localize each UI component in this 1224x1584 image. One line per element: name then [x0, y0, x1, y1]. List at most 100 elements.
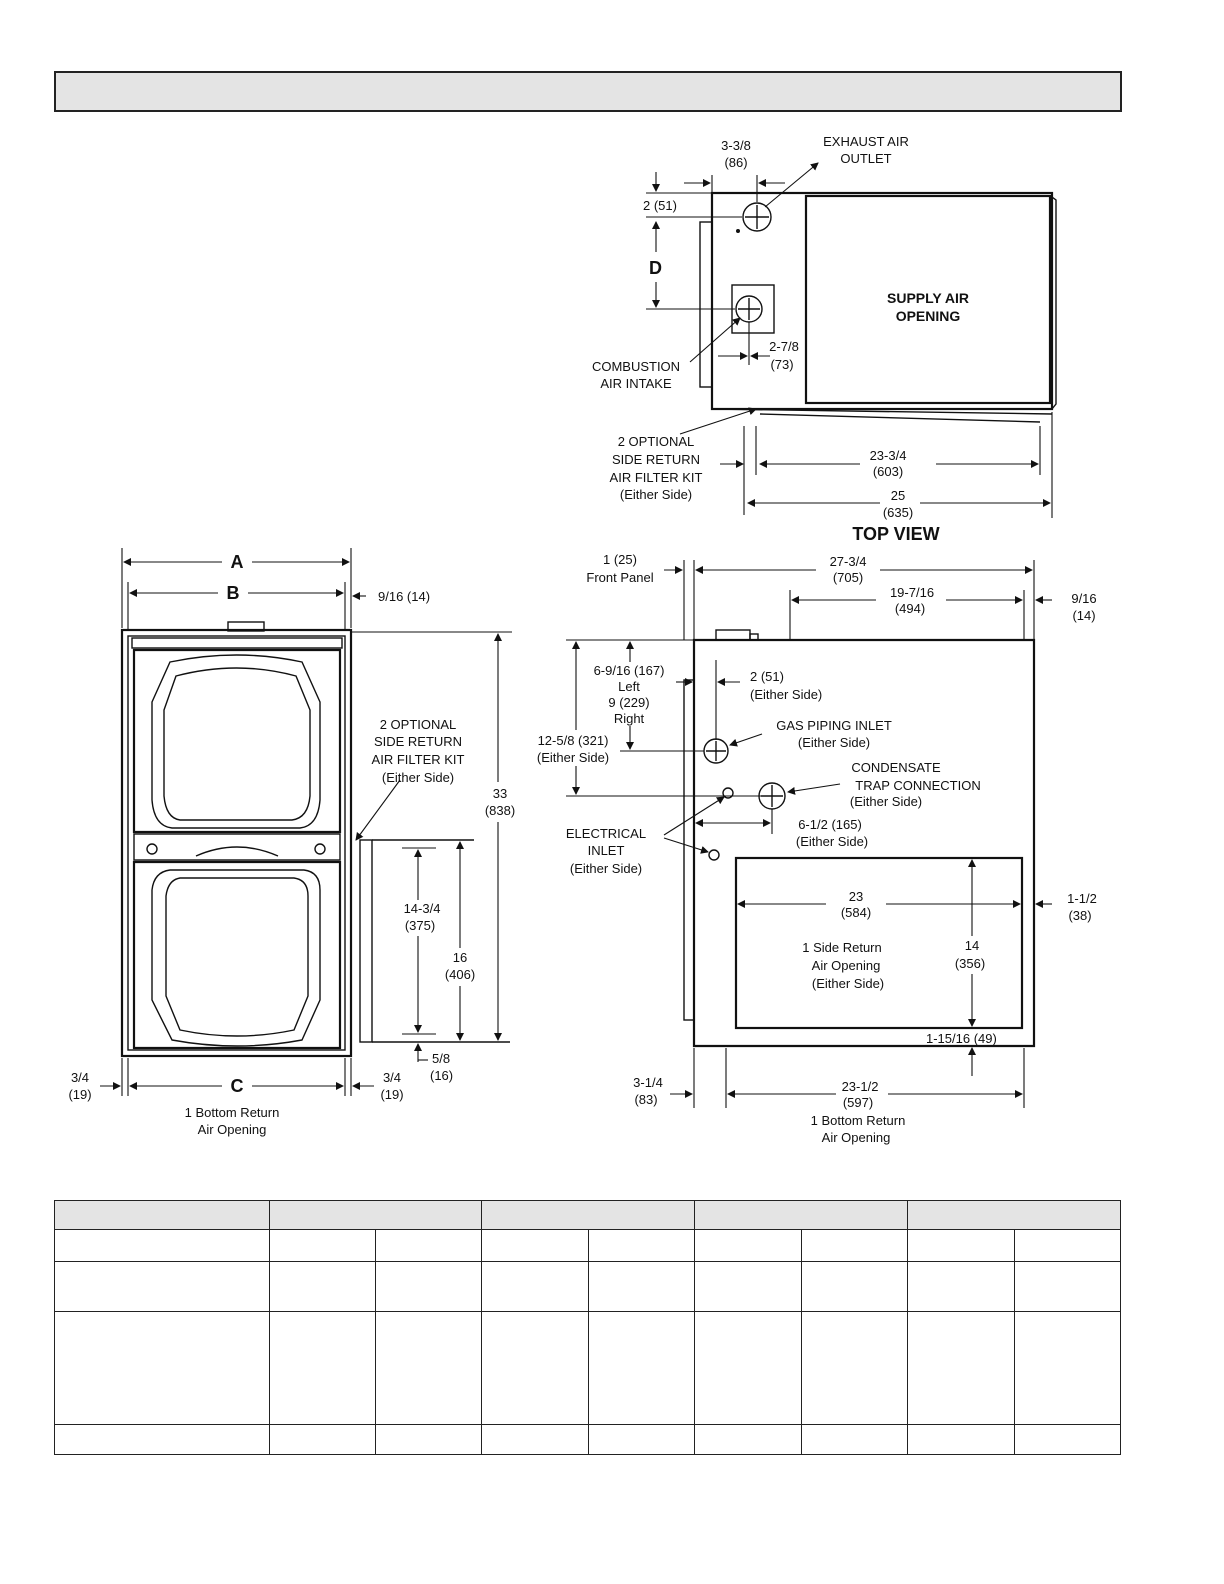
table-cell [588, 1229, 695, 1262]
return-gap-mm: (38) [1068, 908, 1091, 923]
top-view-labels: 3-3/8 (86) EXHAUST AIR OUTLET 2 (51) D S… [592, 134, 969, 544]
gas-offset: 2 (51) [750, 669, 784, 684]
supply-air-label: SUPPLY AIR [887, 290, 969, 306]
table-cell [375, 1261, 482, 1312]
table-cell [588, 1261, 695, 1312]
table-cell [269, 1229, 376, 1262]
table-cell [54, 1311, 270, 1425]
side-bottom-return-2: Air Opening [822, 1130, 891, 1145]
front-view-cabinet [120, 628, 353, 1058]
side-return-label: 1 Side Return [802, 940, 882, 955]
dim-a-label: A [231, 552, 244, 572]
table-cell [1014, 1261, 1121, 1312]
dim-b-label: B [227, 583, 240, 603]
side-view [566, 560, 1052, 1108]
top-view-heading: TOP VIEW [852, 524, 939, 544]
table-cell [481, 1311, 589, 1425]
filter-h2-mm: (406) [445, 967, 475, 982]
gas-top-left: 6-9/16 (167) [594, 663, 665, 678]
table-cell [269, 1261, 376, 1312]
exhaust-label: EXHAUST AIR [823, 134, 909, 149]
front-panel-dim: 1 (25) [603, 552, 637, 567]
electrical-side: (Either Side) [570, 861, 642, 876]
electrical-label-2: INLET [588, 843, 625, 858]
table-cell [481, 1261, 589, 1312]
electrical-inlet-symbol [722, 787, 734, 799]
front-right-gap-mm: (19) [380, 1087, 403, 1102]
combustion-label: COMBUSTION [592, 359, 680, 374]
front-side-gap: 9/16 (14) [378, 589, 430, 604]
table-cell [481, 1424, 589, 1455]
side-return-label-2: Air Opening [812, 958, 881, 973]
table-cell [694, 1229, 802, 1262]
table-cell [907, 1261, 1015, 1312]
table-row [54, 1261, 1121, 1312]
gas-top-right-label: Right [614, 711, 645, 726]
top-width-outer-mm: (635) [883, 505, 913, 520]
table-header-cell [269, 1200, 482, 1230]
table-cell [54, 1424, 270, 1455]
front-panel-label: Front Panel [586, 570, 653, 585]
table-cell [694, 1311, 802, 1425]
table-cell [907, 1424, 1015, 1455]
side-return-side: (Either Side) [812, 976, 884, 991]
return-width-mm: (584) [841, 905, 871, 920]
table-cell [694, 1424, 802, 1455]
side-bottom-width: 23-1/2 [842, 1079, 879, 1094]
table-cell [1014, 1311, 1121, 1425]
side-view-labels: 1 (25) Front Panel 27-3/4 (705) 19-7/16 … [537, 552, 1097, 1145]
trap-top: 12-5/8 (321) [538, 733, 609, 748]
electrical-label: ELECTRICAL [566, 826, 646, 841]
filter-bottom-mm: (16) [430, 1068, 453, 1083]
table-cell [801, 1424, 908, 1455]
gas-offset-side: (Either Side) [750, 687, 822, 702]
dim-d-label: D [649, 258, 662, 278]
table-cell [1014, 1424, 1121, 1455]
front-right-gap: 3/4 [383, 1070, 401, 1085]
table-header-cell [481, 1200, 695, 1230]
side-top-depth-mm: (494) [895, 601, 925, 616]
table-cell [694, 1261, 802, 1312]
front-filter-kit-label: 2 OPTIONAL [380, 717, 457, 732]
table-cell [481, 1229, 589, 1262]
table-cell [54, 1261, 270, 1312]
side-front-gap: 3-1/4 [633, 1075, 663, 1090]
trap-offset: 6-1/2 (165) [798, 817, 862, 832]
side-bottom-return: 1 Bottom Return [811, 1113, 906, 1128]
table-header-cell [907, 1200, 1121, 1230]
front-left-gap: 3/4 [71, 1070, 89, 1085]
combustion-label-2: AIR INTAKE [600, 376, 672, 391]
front-filter-kit-label-2: SIDE RETURN [374, 734, 462, 749]
table-cell [269, 1424, 376, 1455]
side-front-gap-mm: (83) [634, 1092, 657, 1107]
table-header-cell [694, 1200, 908, 1230]
gas-inlet-side: (Either Side) [798, 735, 870, 750]
filter-h1-mm: (375) [405, 918, 435, 933]
dim-c-label: C [231, 1076, 244, 1096]
table-cell [801, 1311, 908, 1425]
front-filter-kit-label-3: AIR FILTER KIT [372, 752, 465, 767]
side-depth-mm: (705) [833, 570, 863, 585]
table-cell [907, 1311, 1015, 1425]
condensate-label: CONDENSATE [851, 760, 941, 775]
top-filter-kit-label-4: (Either Side) [620, 487, 692, 502]
table-cell [588, 1424, 695, 1455]
table-cell [907, 1229, 1015, 1262]
side-top-depth: 19-7/16 [890, 585, 934, 600]
table-row [54, 1424, 1121, 1455]
section-title-bar [54, 71, 1122, 112]
table-row [54, 1229, 1121, 1262]
table-cell [269, 1311, 376, 1425]
table-header-cell [54, 1200, 270, 1230]
table-header-row [54, 1200, 1121, 1230]
exhaust-label-2: OUTLET [840, 151, 891, 166]
side-right-gap: 9/16 [1071, 591, 1096, 606]
gas-top-right: 9 (229) [608, 695, 649, 710]
dimension-table [54, 1200, 1121, 1455]
gas-top-left-label: Left [618, 679, 640, 694]
table-cell [588, 1311, 695, 1425]
exhaust-offset-dim: 3-3/8 [721, 138, 751, 153]
table-cell [375, 1424, 482, 1455]
exhaust-top-dim: 2 (51) [643, 198, 677, 213]
